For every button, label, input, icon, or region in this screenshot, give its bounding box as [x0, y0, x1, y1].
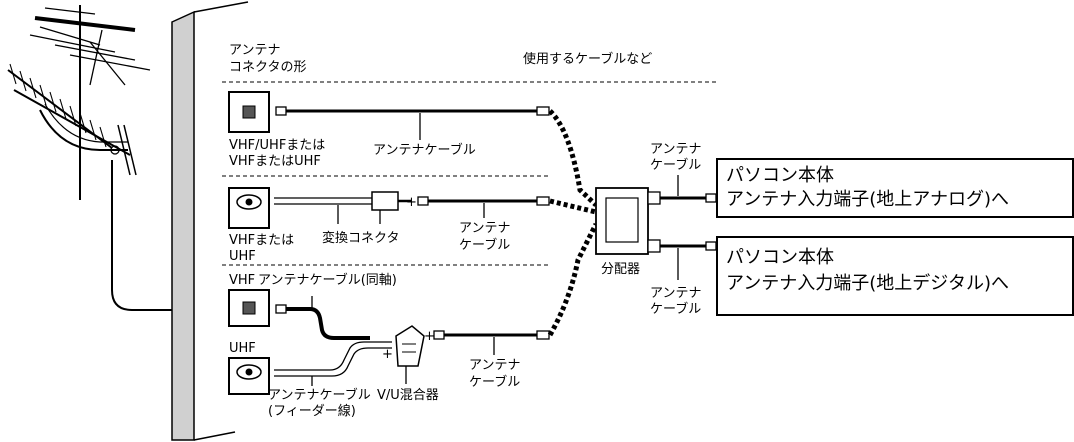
antenna-illustration — [7, 5, 176, 311]
row3-cable-label-line2: ケーブル — [469, 375, 521, 390]
row2-label-line1: VHFまたは — [229, 233, 295, 248]
row2-antenna-cable — [417, 196, 550, 218]
row2-wall-plate — [228, 187, 270, 229]
row3-feeder-label-line2: (フィーダー線) — [268, 404, 356, 419]
wall — [171, 1, 249, 441]
pc-analog-line2: アンテナ入力端子(地上アナログ)へ — [726, 189, 1009, 210]
row3-vhf-label: VHF — [229, 273, 256, 288]
row3-mixer-label: V/U混合器 — [377, 388, 439, 403]
output-cable-top-line1: アンテナ — [650, 142, 702, 157]
header-cables-used: 使用するケーブルなど — [523, 52, 653, 67]
splitter-label: 分配器 — [601, 262, 641, 277]
row1-wall-plate — [228, 91, 270, 133]
row3-cable-label-line1: アンテナ — [469, 358, 521, 373]
row2-label-line2: UHF — [229, 249, 256, 264]
output-cable-digital — [660, 241, 717, 280]
vu-mixer — [395, 325, 425, 384]
output-cable-bottom-line1: アンテナ — [650, 286, 702, 301]
row1-label-line1: VHF/UHFまたは — [229, 138, 326, 153]
header-connector-shape-line2: コネクタの形 — [229, 60, 307, 75]
pc-analog-line1: パソコン本体 — [726, 165, 834, 186]
pc-digital-line2: アンテナ入力端子(地上デジタル)へ — [726, 273, 1009, 294]
separators — [222, 81, 716, 266]
row3-uhf-label: UHF — [229, 341, 256, 356]
output-cable-analog — [660, 175, 717, 203]
row1-cable-label: アンテナケーブル — [373, 143, 476, 158]
pc-digital-input-box: パソコン本体 アンテナ入力端子(地上デジタル)へ — [716, 236, 1074, 316]
pc-analog-input-box: パソコン本体 アンテナ入力端子(地上アナログ)へ — [716, 158, 1074, 218]
row3-coax-cable-label: アンテナケーブル(同軸) — [258, 273, 397, 288]
plus-sign: + — [424, 329, 435, 344]
row1-antenna-cable — [275, 106, 550, 140]
row3-uhf-wall-plate — [228, 357, 270, 395]
row3-coax-cable — [275, 296, 370, 340]
plus-sign: + — [382, 347, 393, 362]
row2-converter-label: 変換コネクタ — [322, 231, 400, 246]
row2-cable-label-line2: ケーブル — [459, 238, 511, 253]
row1-label-line2: VHFまたはUHF — [229, 154, 321, 169]
pc-digital-line1: パソコン本体 — [726, 247, 834, 268]
plus-sign: + — [406, 195, 417, 210]
row3-antenna-cable — [433, 330, 550, 355]
row3-feeder-cable — [274, 341, 392, 386]
connection-lines — [547, 109, 599, 337]
row2-cable-label-line1: アンテナ — [459, 221, 511, 236]
row3-vhf-wall-plate — [228, 289, 270, 327]
output-cable-top-line2: ケーブル — [650, 158, 702, 173]
header-connector-shape-line1: アンテナ — [229, 43, 281, 58]
row2-converter — [274, 191, 412, 224]
row3-feeder-label-line1: アンテナケーブル — [268, 388, 371, 403]
splitter — [595, 187, 661, 255]
output-cable-bottom-line2: ケーブル — [650, 302, 702, 317]
